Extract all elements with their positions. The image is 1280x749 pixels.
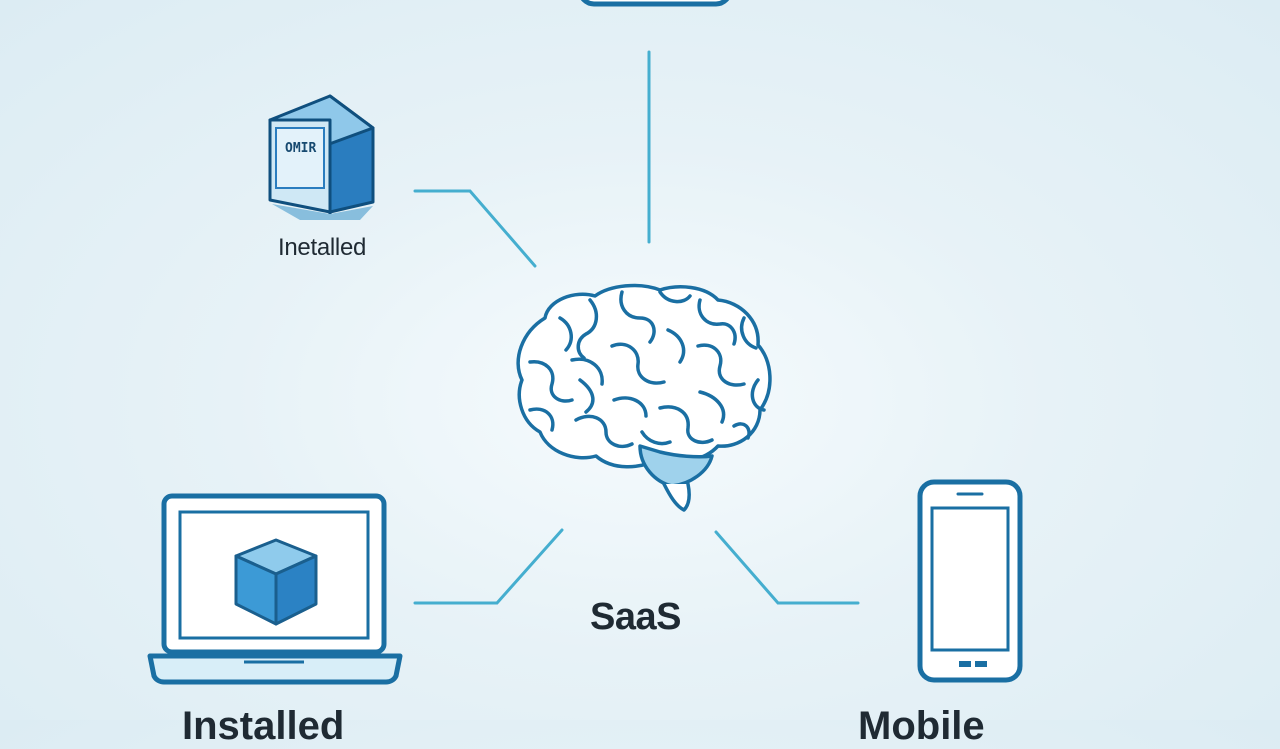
box-text: OMIR	[285, 141, 316, 156]
connector-laptop	[413, 528, 564, 605]
connector-installed	[413, 189, 537, 268]
connector-mobile	[714, 530, 860, 605]
cube-icon	[234, 538, 318, 626]
connectors	[413, 50, 860, 605]
diagram-graphics: OMIR	[147, 0, 1023, 685]
installed-label: Inetalled	[278, 234, 367, 261]
mobile-label: Mobile	[858, 704, 985, 748]
laptop-icon	[147, 493, 403, 685]
diagram-canvas: OMIR	[147, 0, 1023, 748]
rounded-box-icon	[580, 0, 730, 7]
laptop-label: Installed	[182, 704, 345, 748]
saas-label: SaaS	[590, 596, 681, 638]
brain-icon	[516, 283, 772, 512]
cube-box-icon: OMIR	[268, 94, 375, 220]
smartphone-icon	[917, 479, 1023, 683]
